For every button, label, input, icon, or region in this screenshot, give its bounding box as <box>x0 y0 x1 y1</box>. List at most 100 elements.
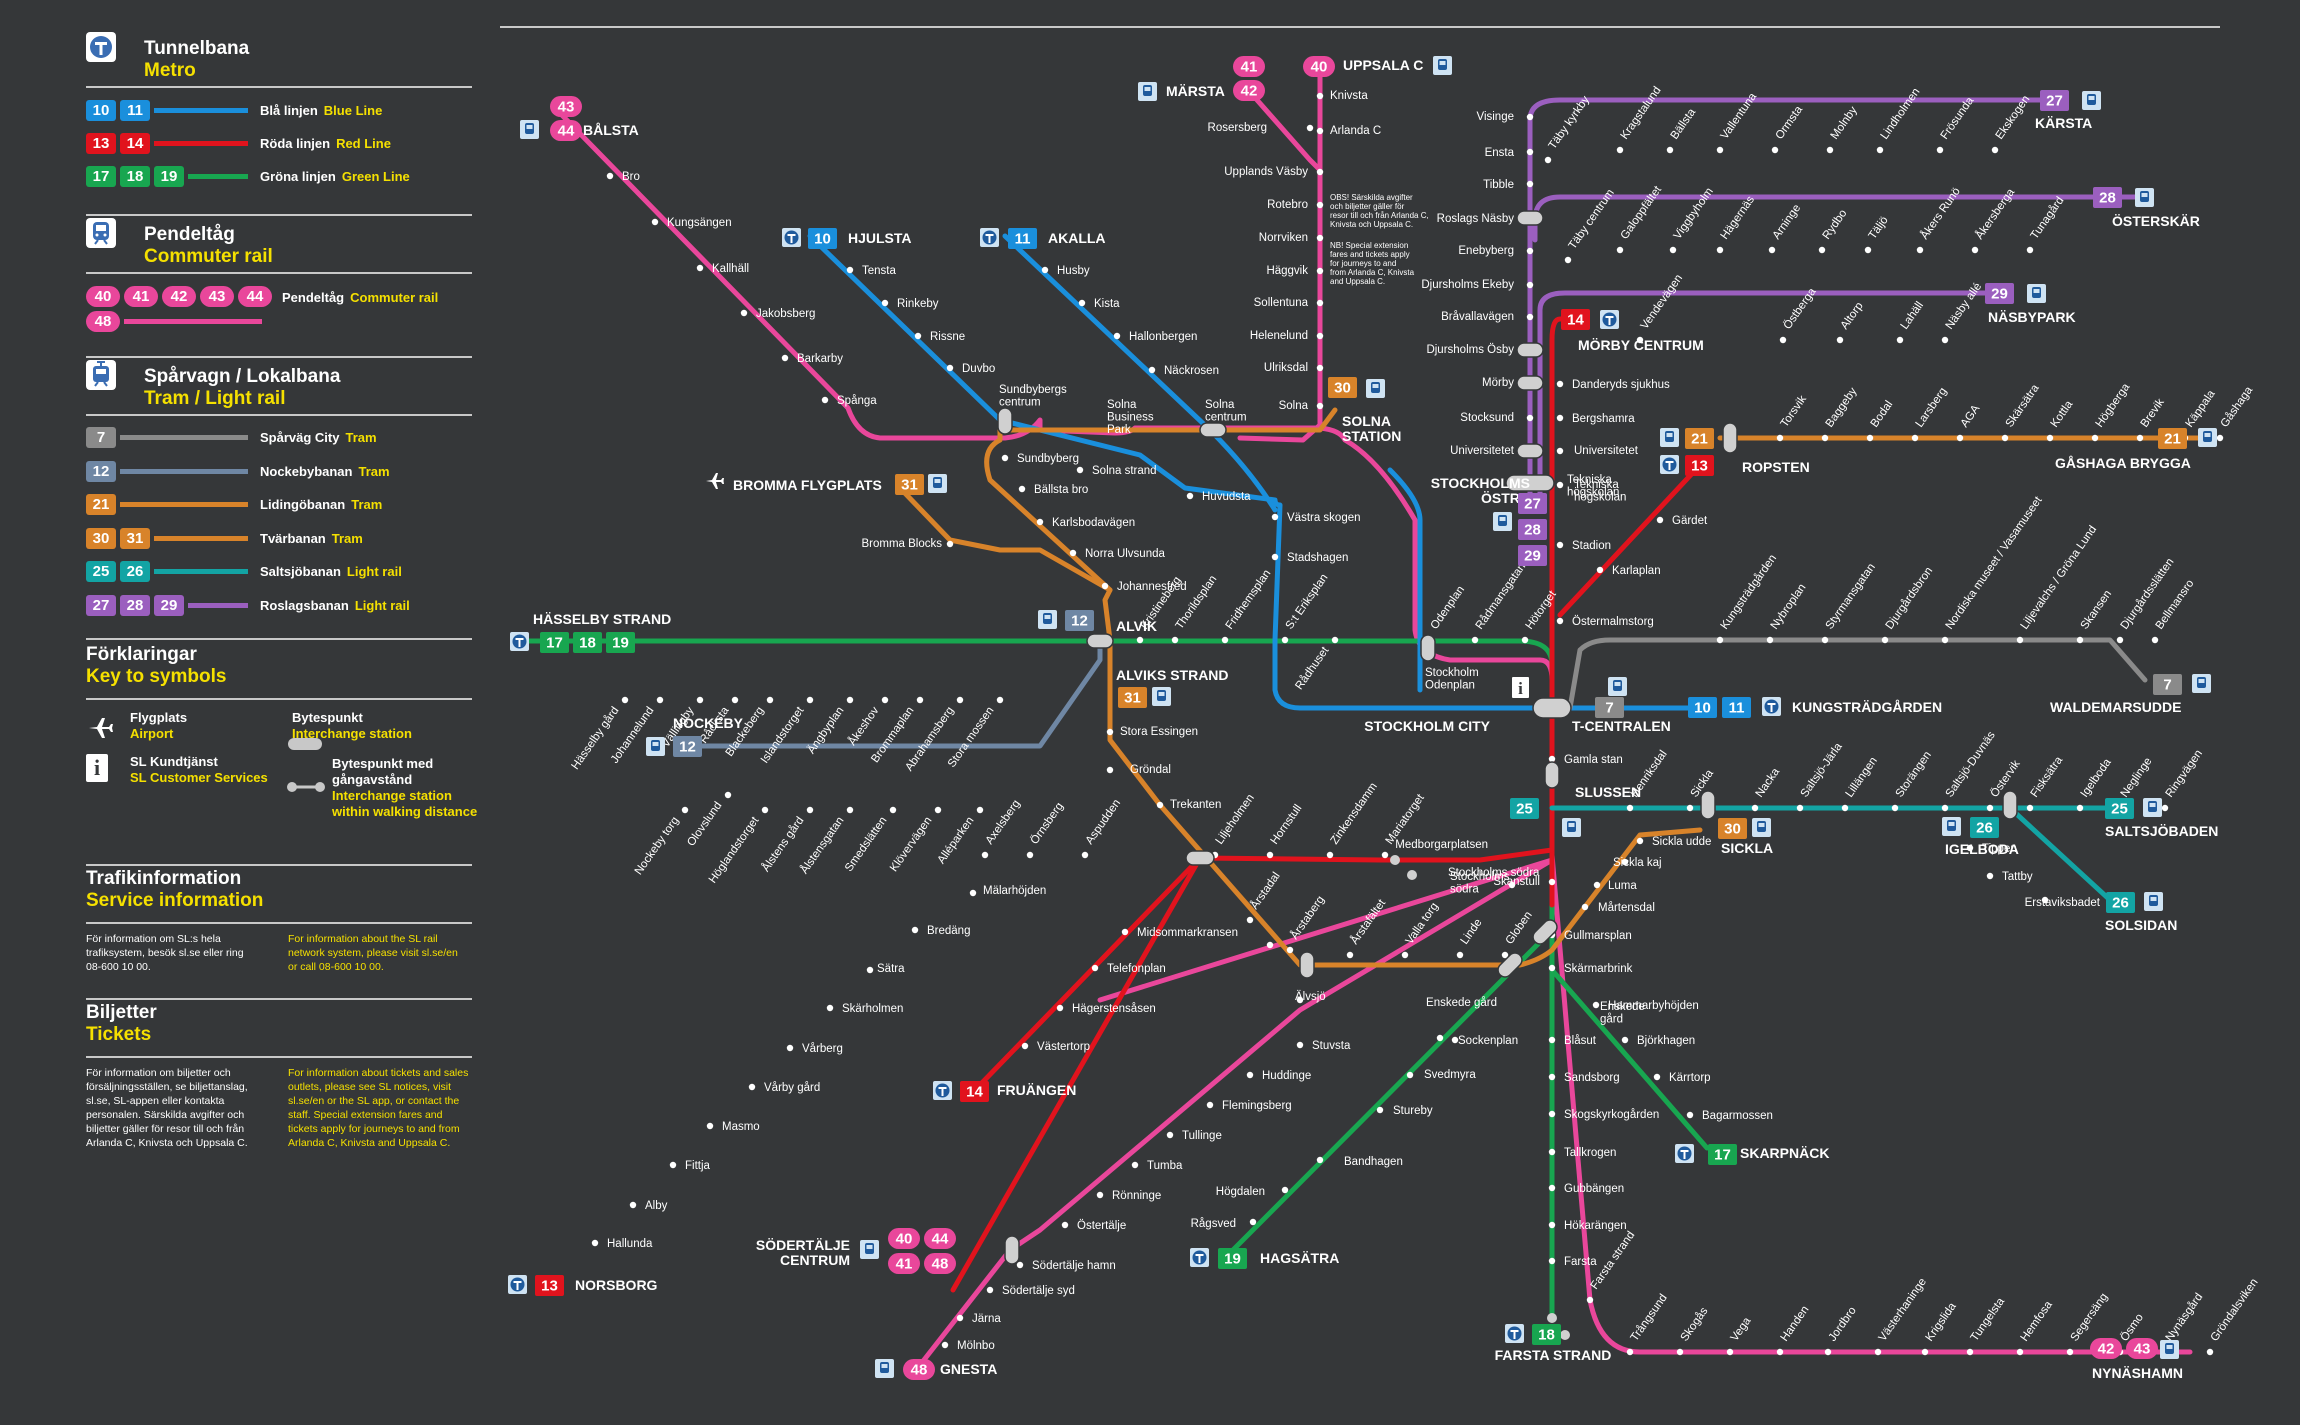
station-label[interactable]: Björkhagen <box>1637 1035 1695 1047</box>
station-label[interactable]: Trekanten <box>1170 799 1221 811</box>
station-label[interactable]: Jordbro <box>1827 1305 1859 1344</box>
terminal-label[interactable]: BROMMA FLYGPLATS <box>733 477 882 493</box>
station-label[interactable]: Ensta <box>1485 147 1515 159</box>
station-label[interactable]: Stockholms södra <box>1448 867 1540 879</box>
station-label[interactable]: Alby <box>645 1200 668 1212</box>
station-label[interactable]: Blåsut <box>1564 1035 1597 1047</box>
station-label[interactable]: Kragstalund <box>1619 85 1664 142</box>
terminal-label[interactable]: MÄRSTA <box>1166 83 1225 99</box>
terminal-label[interactable]: ÖSTERSKÄR <box>2112 213 2200 229</box>
station-label[interactable]: Hallonbergen <box>1129 331 1197 343</box>
station-label[interactable]: Vendevägen <box>1639 272 1686 331</box>
station-label[interactable]: Sockenplan <box>1458 1035 1518 1047</box>
station-label[interactable]: Rågsved <box>1191 1218 1236 1230</box>
station-label[interactable]: Rinkeby <box>897 298 939 310</box>
station-label[interactable]: Solna <box>1279 400 1309 412</box>
terminal-label[interactable]: AKALLA <box>1048 230 1106 246</box>
station-label[interactable]: Näckrosen <box>1164 365 1219 377</box>
station-label[interactable]: Viggbyholm <box>1672 186 1716 242</box>
station-label[interactable]: Krigslida <box>1924 1300 1959 1344</box>
station-label[interactable]: Bällsta bro <box>1034 484 1088 496</box>
terminal-label[interactable]: HÄSSELBY STRAND <box>533 611 671 627</box>
station-label[interactable]: Upplands Väsby <box>1224 166 1308 178</box>
station-label[interactable]: Molnby <box>1829 104 1860 141</box>
station-label[interactable]: Skanstull <box>1493 876 1540 888</box>
station-label[interactable]: Skogskyrkogården <box>1564 1109 1659 1121</box>
station-label[interactable]: Stocksund <box>1460 412 1514 424</box>
station-label[interactable]: Bro <box>622 171 640 183</box>
station-label[interactable]: Djursholms Ösby <box>1426 344 1514 356</box>
station-label[interactable]: Västerhaninge <box>1877 1276 1929 1344</box>
station-label[interactable]: Åkersberga <box>1973 186 2018 242</box>
station-label[interactable]: Aspudden <box>1084 797 1124 846</box>
station-label[interactable]: Högberga <box>2094 381 2133 430</box>
station-label[interactable]: Kallhäll <box>712 263 749 275</box>
station-label[interactable]: Smedslätten <box>843 815 890 874</box>
station-label[interactable]: Örnsberg <box>1029 801 1066 847</box>
terminal-label[interactable]: NYNÄSHAMN <box>2092 1365 2183 1381</box>
terminal-label[interactable]: FARSTA STRAND <box>1495 1347 1612 1363</box>
station-label[interactable]: Barkarby <box>797 353 843 365</box>
station-label[interactable]: Stuvsta <box>1312 1040 1351 1052</box>
station-label[interactable]: Rosersberg <box>1208 122 1267 134</box>
station-label[interactable]: Karlsbodavägen <box>1052 517 1135 529</box>
station-label[interactable]: Hägernäs <box>1719 194 1758 242</box>
station-label[interactable]: Höglandstorget <box>707 814 762 885</box>
terminal-label[interactable]: NOCKEBY <box>673 715 744 731</box>
station-label[interactable]: Visinge <box>1476 111 1514 123</box>
terminal-label[interactable]: WALDEMARSUDDE <box>2050 699 2181 715</box>
station-label[interactable]: Sickla udde <box>1652 836 1711 848</box>
station-label[interactable]: Johannesfred <box>1117 581 1187 593</box>
station-label[interactable]: S:t Eriksplan <box>1284 572 1331 632</box>
station-label[interactable]: Neglinge <box>2119 756 2155 800</box>
station-label[interactable]: Duvbo <box>962 363 995 375</box>
station-label[interactable]: Universitetet <box>1574 445 1639 457</box>
terminal-label[interactable]: NÄSBYPARK <box>1988 309 2076 325</box>
station-label[interactable]: Baggeby <box>1824 385 1860 429</box>
terminal-label[interactable]: GÅSHAGA BRYGGA <box>2055 455 2191 471</box>
terminal-label[interactable]: IGELBODA <box>1945 841 2019 857</box>
terminal-label[interactable]: HJULSTA <box>848 230 912 246</box>
station-label[interactable]: Gåshaga <box>2219 384 2256 430</box>
station-label[interactable]: Åkers Runö <box>1918 185 1963 242</box>
station-label[interactable]: Ringvägen <box>2164 748 2205 800</box>
station-label[interactable]: Gamla stan <box>1564 754 1623 766</box>
station-label[interactable]: Täljö <box>1867 214 1891 241</box>
station-label[interactable]: Rådmansgatan <box>1474 561 1529 632</box>
station-label[interactable]: Olovslund <box>685 800 724 849</box>
station-label[interactable]: Norrviken <box>1259 232 1308 244</box>
station-label[interactable]: Gröndal <box>1130 764 1171 776</box>
terminal-label[interactable]: MÖRBY CENTRUM <box>1578 337 1704 353</box>
station-label[interactable]: Åkeshov <box>846 704 882 748</box>
station-label[interactable]: Rådhuset <box>1293 644 1332 692</box>
station-label[interactable]: Kärrtorp <box>1669 1072 1711 1084</box>
station-label[interactable]: Nynäsgård <box>2164 1291 2206 1343</box>
station-label[interactable]: Rydbo <box>1821 208 1850 242</box>
station-label[interactable]: Storängen <box>1894 749 1934 799</box>
station-label[interactable]: Tensta <box>862 265 896 277</box>
station-label[interactable]: Järna <box>972 1313 1001 1325</box>
terminal-label[interactable]: ALVIK <box>1116 618 1157 634</box>
station-label[interactable]: Hornstull <box>1269 803 1305 847</box>
station-label[interactable]: Östertälje <box>1077 1220 1126 1232</box>
station-label[interactable]: Husby <box>1057 265 1090 277</box>
station-label[interactable]: Skansen <box>2079 588 2115 632</box>
station-label[interactable]: Vårby gård <box>764 1082 820 1094</box>
terminal-label[interactable]: STOCKHOLM CITY <box>1364 718 1490 734</box>
station-label[interactable]: Bromma Blocks <box>861 538 942 550</box>
station-label[interactable]: Skärsätra <box>2004 382 2042 430</box>
station-label[interactable]: Danderyds sjukhus <box>1572 379 1670 391</box>
station-label[interactable]: Globen <box>1504 909 1535 946</box>
station-label[interactable]: Hökarängen <box>1564 1220 1627 1232</box>
station-label[interactable]: Klövervägen <box>888 815 935 874</box>
station-label[interactable]: Hallunda <box>607 1238 653 1250</box>
station-label[interactable]: Norra Ulvsunda <box>1085 548 1165 560</box>
station-label[interactable]: Näsby allé <box>1944 281 1985 332</box>
station-label[interactable]: Gröndalsviken <box>2209 1277 2261 1344</box>
station-label[interactable]: Galoppfältet <box>1619 183 1665 241</box>
